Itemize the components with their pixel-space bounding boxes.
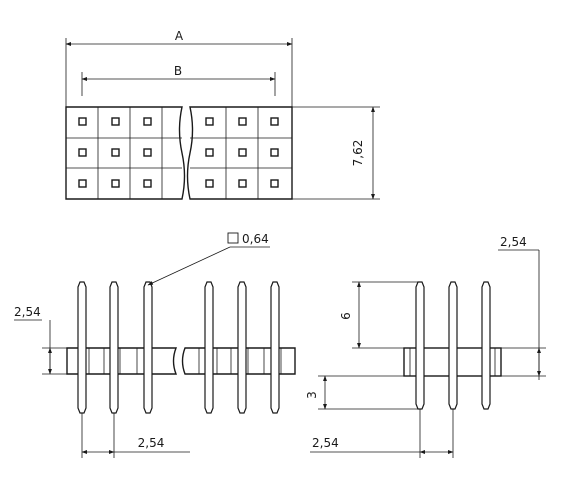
top-view: A B 7,62 xyxy=(65,29,380,200)
pin-square-callout: 0,64 xyxy=(147,232,270,286)
side-view-body-details xyxy=(409,348,496,376)
top-view-body-left xyxy=(65,106,186,200)
upper-length-label: 6 xyxy=(339,312,353,320)
pitch-right-top-label: 2,54 xyxy=(500,235,527,249)
top-view-pins xyxy=(78,117,279,188)
dimension-b: B xyxy=(81,64,276,96)
dimension-pitch-bottom: 2,54 xyxy=(81,413,190,458)
side-view: 6 3 2,54 2,54 xyxy=(305,235,546,458)
front-view-pins xyxy=(77,281,280,414)
dimension-pitch-left: 2,54 xyxy=(14,305,70,375)
dimension-upper-length: 6 xyxy=(339,281,420,349)
dimension-b-label: B xyxy=(174,64,182,78)
front-view: 0,64 2,54 2,54 xyxy=(14,232,296,458)
dimension-pitch-right-bottom: 2,54 xyxy=(310,409,454,458)
dimension-height-label: 7,62 xyxy=(351,140,365,167)
side-view-pins xyxy=(415,281,491,410)
dimension-a: A xyxy=(65,29,293,107)
pitch-left-label: 2,54 xyxy=(14,305,41,319)
pitch-bottom-label: 2,54 xyxy=(138,436,165,450)
dimension-pitch-right-top: 2,54 xyxy=(498,235,546,380)
dimension-height: 7,62 xyxy=(292,106,380,200)
dimension-lower-length: 3 xyxy=(305,375,418,410)
square-symbol-icon xyxy=(227,232,239,244)
top-view-grid xyxy=(66,107,292,199)
dimension-a-label: A xyxy=(175,29,184,43)
pitch-right-bottom-label: 2,54 xyxy=(312,436,339,450)
lower-length-label: 3 xyxy=(305,391,319,399)
pin-square-label: 0,64 xyxy=(242,232,269,246)
front-view-body-details xyxy=(88,348,282,374)
